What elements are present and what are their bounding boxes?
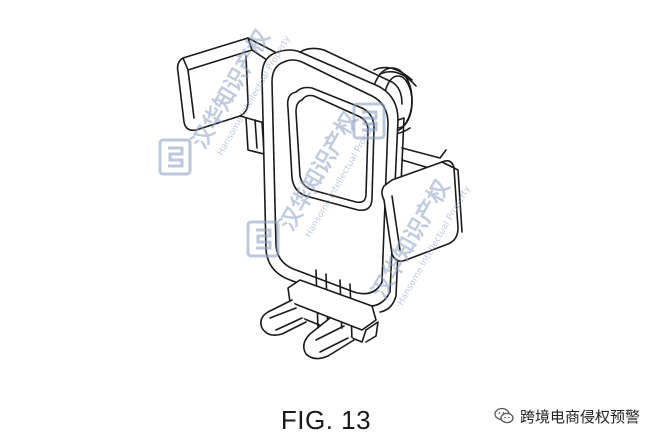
figure-caption: FIG. 13: [280, 405, 372, 435]
source-account-name: 跨境电商侵权预警: [519, 407, 640, 426]
hansome-logo-icon: [246, 220, 280, 258]
phone-holder-drawing: 汉华知识产权 Hansome Intellectual Property 汉华知…: [158, 25, 473, 360]
watermark-logo-group: [158, 102, 386, 258]
source-tag: 跨境电商侵权预警: [494, 405, 640, 427]
right-gripper-arm: [381, 147, 463, 262]
cradle-pad: [286, 86, 375, 212]
hansome-logo-icon: [158, 138, 192, 176]
vent-clip-fingers: [260, 299, 355, 360]
hansome-logo-icon: [352, 102, 386, 140]
wechat-icon: [494, 407, 514, 424]
